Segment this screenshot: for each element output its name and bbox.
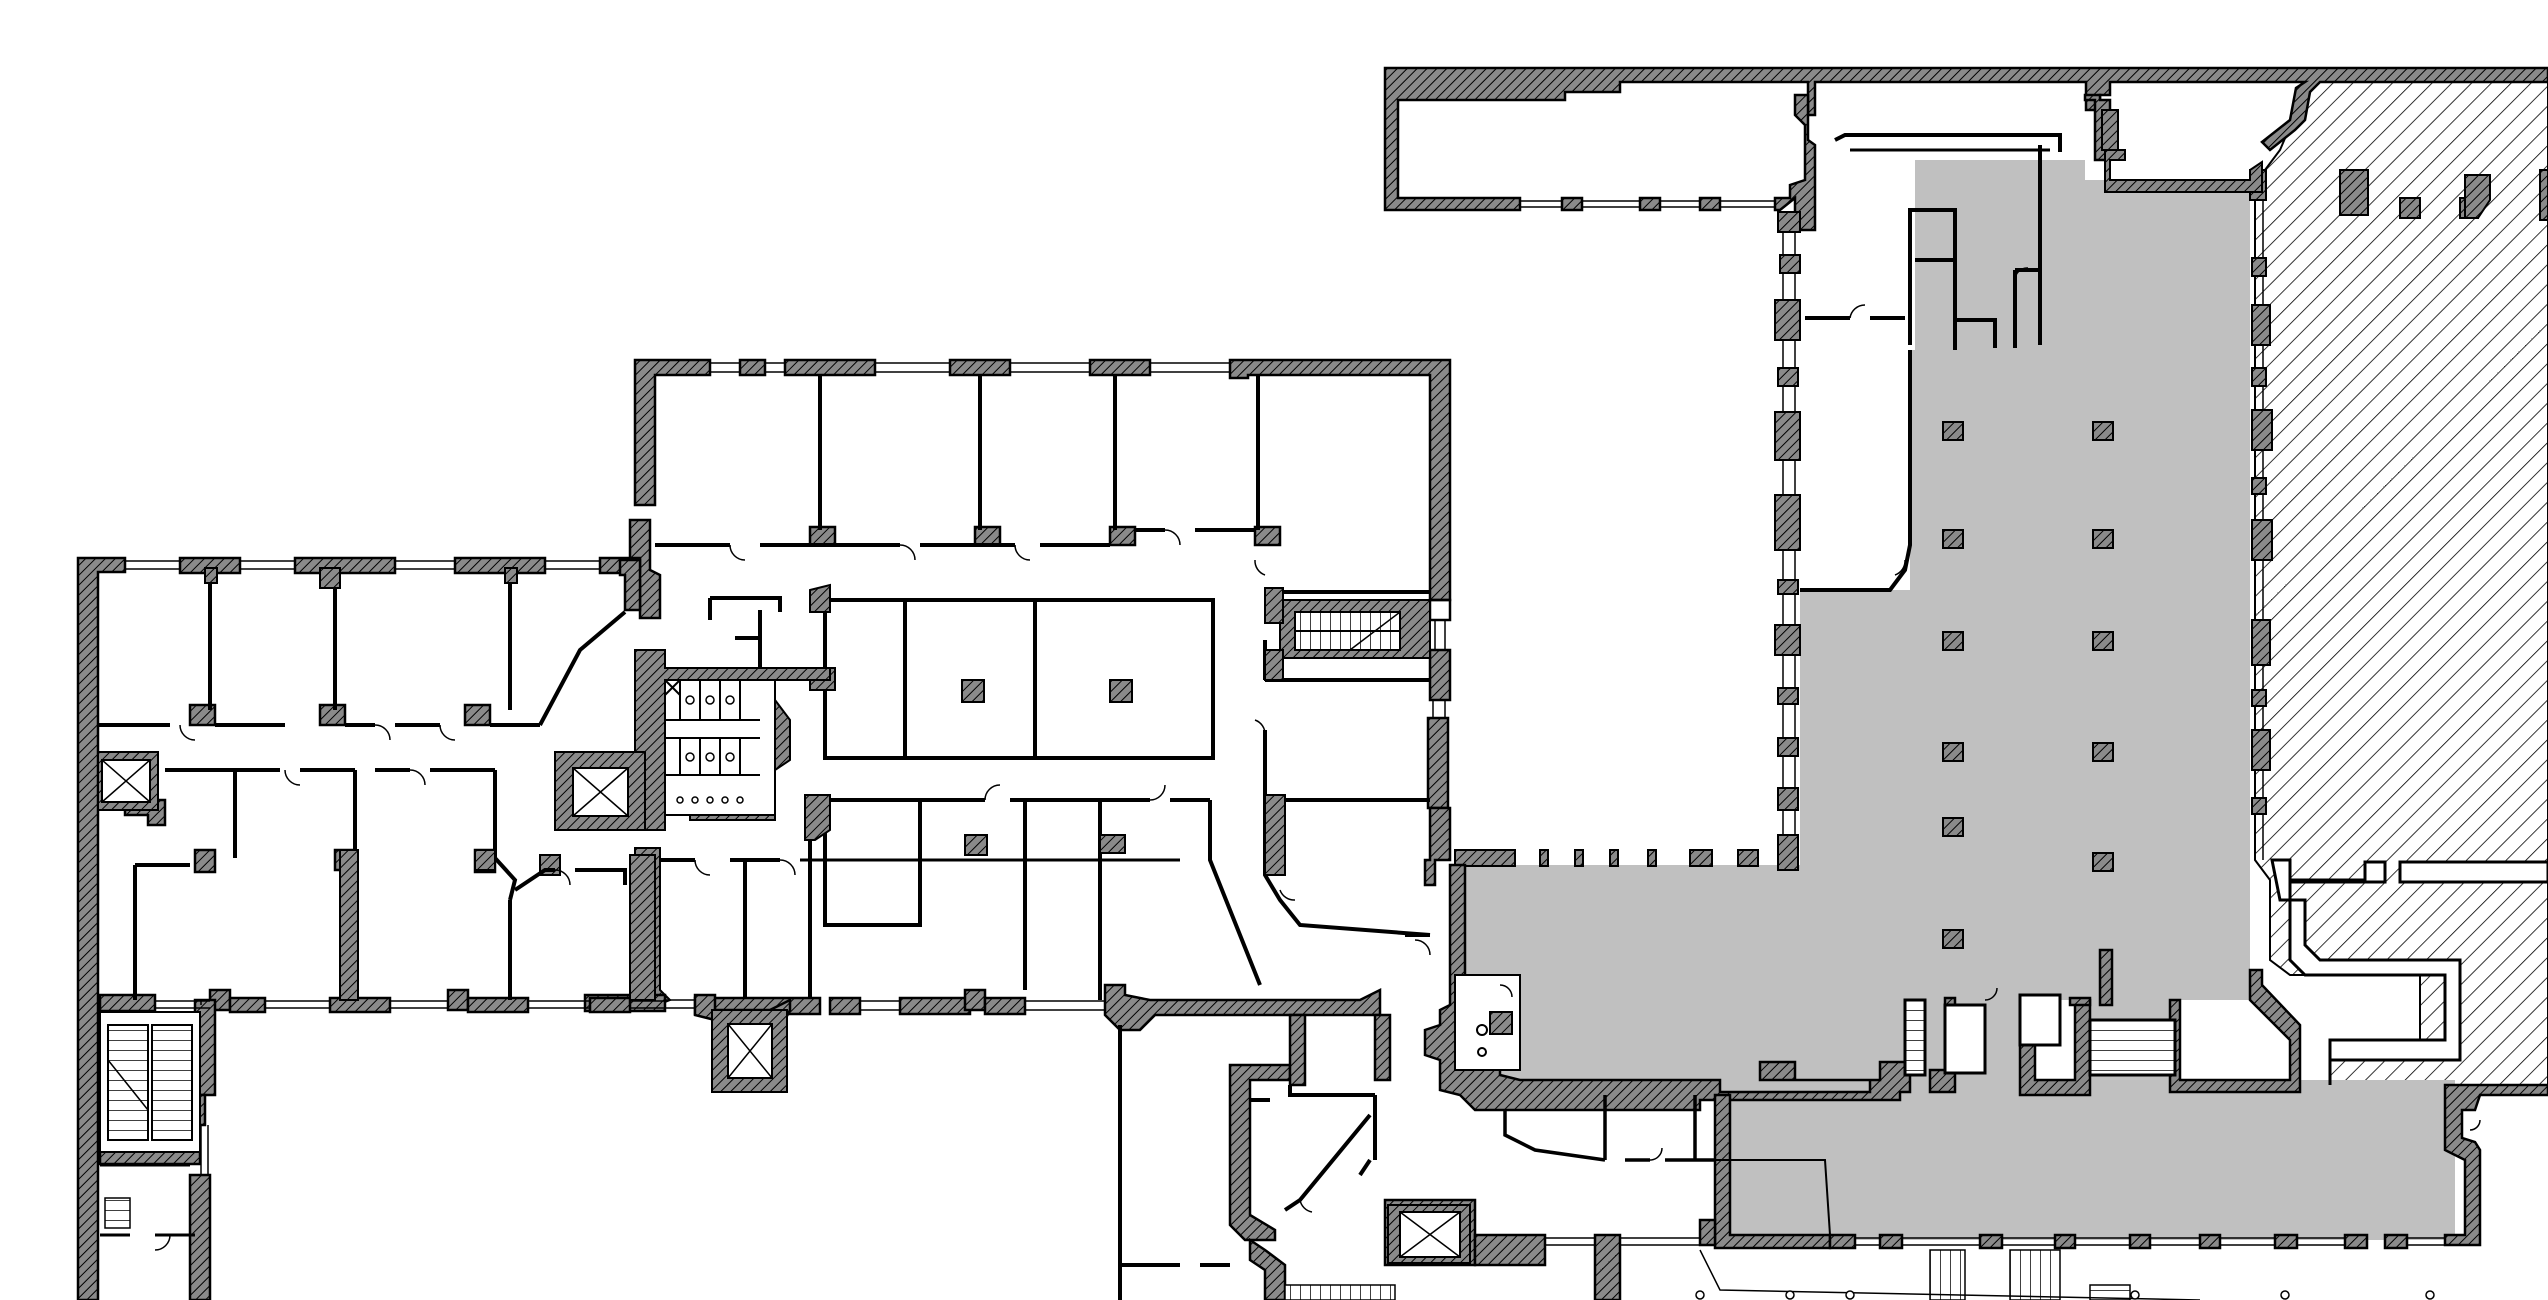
central-south-windows bbox=[665, 999, 1105, 1011]
hall-columns bbox=[1942, 421, 2114, 949]
south-stairs bbox=[1284, 1249, 2131, 1300]
west-wing-top-rooms bbox=[98, 572, 627, 727]
toilet-block bbox=[634, 649, 831, 831]
hall-service-rooms bbox=[1903, 993, 2177, 1077]
south-window-row bbox=[1545, 1237, 2201, 1300]
central-top-rooms bbox=[655, 375, 1430, 594]
central-block-windows bbox=[710, 362, 1446, 718]
tower-east-windows bbox=[2254, 200, 2264, 860]
hall-south-corridor bbox=[1713, 1083, 2548, 1250]
elevator-south bbox=[1387, 1204, 1471, 1264]
central-stairs bbox=[1264, 587, 1431, 659]
tower-south-wall bbox=[1454, 849, 1759, 867]
west-wing-windows bbox=[125, 560, 665, 1175]
west-stairs bbox=[99, 1011, 201, 1237]
central-middle-columns bbox=[809, 583, 1133, 703]
tower-inner-partitions bbox=[1800, 133, 2062, 592]
west-wing-walls bbox=[76, 556, 642, 1300]
tower-west-piers bbox=[1774, 211, 1801, 871]
tower-top-wall bbox=[2101, 109, 2263, 193]
north-wing-windows bbox=[1520, 200, 1775, 208]
door-swings bbox=[154, 267, 2481, 1251]
elevator-west bbox=[97, 751, 159, 811]
tower-west-windows bbox=[1782, 232, 1796, 835]
central-south-rooms bbox=[653, 798, 1262, 1000]
central-east-piers bbox=[1264, 649, 1286, 876]
elevator-central-south bbox=[711, 1009, 788, 1093]
central-block-outer bbox=[628, 358, 1452, 887]
hall-sw-rooms bbox=[1503, 1095, 1831, 1236]
adjacent-building-partitions bbox=[2270, 858, 2548, 1085]
south-center-rooms bbox=[1118, 1025, 1377, 1300]
hall-west-toilet bbox=[1454, 974, 1521, 1071]
south-plumbing-fixtures bbox=[1695, 1290, 2435, 1300]
west-wing-top-piers bbox=[204, 567, 518, 589]
adjacent-building-piers bbox=[2339, 169, 2548, 221]
tower-east-piers bbox=[2249, 169, 2273, 815]
elevator-central-west bbox=[554, 751, 646, 831]
hall-south-windows bbox=[1855, 1237, 2445, 1246]
central-east-rooms bbox=[1263, 640, 1431, 937]
west-wing-mid-piers bbox=[339, 849, 656, 1001]
